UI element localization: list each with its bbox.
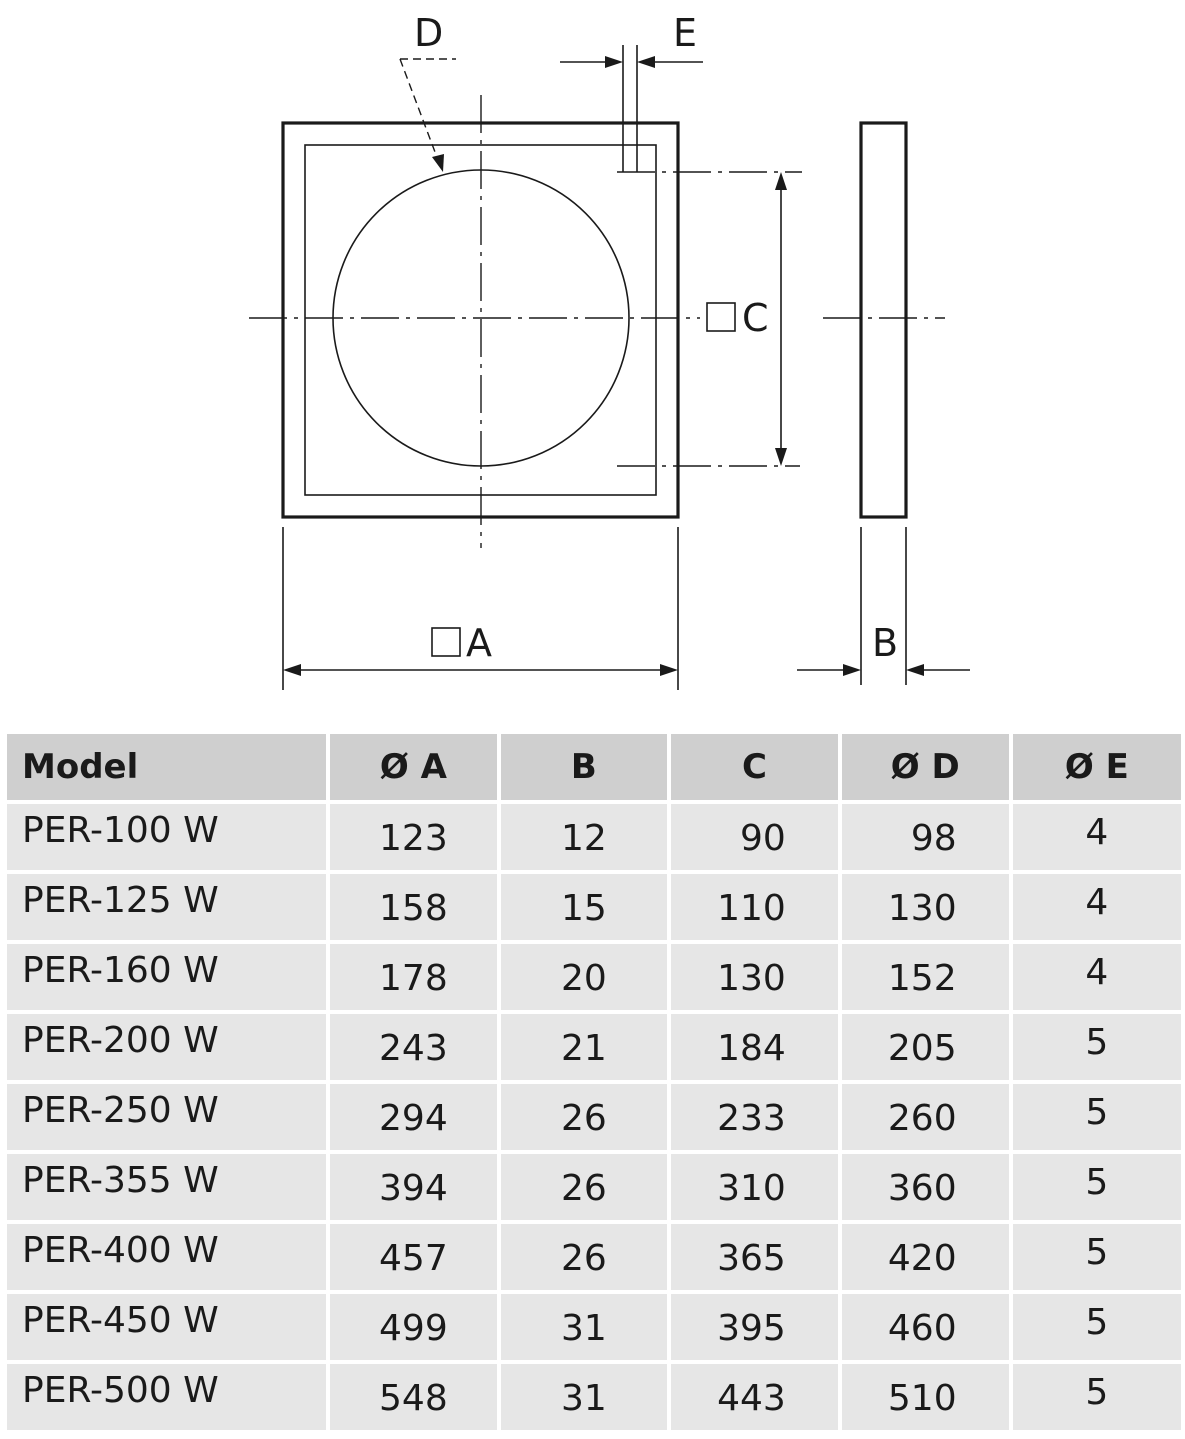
b-arrowhead-right	[906, 664, 924, 676]
technical-drawing: D E C A B	[249, 11, 970, 690]
cell-d: 420	[841, 1224, 1009, 1290]
cell-d: 130	[841, 874, 1009, 940]
cell-d: 510	[841, 1364, 1009, 1430]
cell-b: 26	[500, 1084, 668, 1150]
cell-b: 26	[500, 1154, 668, 1220]
c-arrowhead-top	[775, 172, 787, 190]
cell-model: PER-250 W	[7, 1084, 327, 1150]
cell-b: 26	[500, 1224, 668, 1290]
cell-a: 178	[330, 944, 497, 1010]
cell-model: PER-125 W	[7, 874, 327, 940]
header-a: Ø A	[330, 734, 497, 800]
header-c: C	[671, 734, 838, 800]
cell-c: 233	[671, 1084, 838, 1150]
cell-d: 152	[841, 944, 1009, 1010]
cell-e: 4	[1012, 944, 1181, 1010]
cell-model: PER-355 W	[7, 1154, 327, 1220]
cell-b: 21	[500, 1014, 668, 1080]
header-model: Model	[7, 734, 327, 800]
label-c: C	[742, 296, 769, 340]
c-square-symbol	[706, 302, 736, 332]
cell-c: 184	[671, 1014, 838, 1080]
a-arrowhead-left	[283, 664, 301, 676]
e-arrowhead-left	[605, 56, 623, 68]
label-d: D	[414, 11, 443, 55]
cell-d: 205	[841, 1014, 1009, 1080]
table-header-row: Model Ø A B C Ø D Ø E	[7, 734, 1181, 800]
label-e: E	[673, 11, 697, 55]
cell-c: 90	[671, 804, 838, 870]
cell-c: 130	[671, 944, 838, 1010]
cell-e: 5	[1012, 1294, 1181, 1360]
cell-model: PER-200 W	[7, 1014, 327, 1080]
b-arrowhead-left	[843, 664, 861, 676]
cell-c: 110	[671, 874, 838, 940]
cell-a: 457	[330, 1224, 497, 1290]
header-d: Ø D	[841, 734, 1009, 800]
cell-model: PER-500 W	[7, 1364, 327, 1430]
c-arrowhead-bottom	[775, 448, 787, 466]
cell-e: 5	[1012, 1014, 1181, 1080]
cell-model: PER-400 W	[7, 1224, 327, 1290]
e-arrowhead-right	[637, 56, 655, 68]
cell-b: 31	[500, 1364, 668, 1430]
cell-d: 98	[841, 804, 1009, 870]
cell-d: 360	[841, 1154, 1009, 1220]
cell-a: 243	[330, 1014, 497, 1080]
label-b: B	[872, 621, 898, 665]
a-arrowhead-right	[660, 664, 678, 676]
cell-d: 260	[841, 1084, 1009, 1150]
cell-model: PER-100 W	[7, 804, 327, 870]
cell-a: 123	[330, 804, 497, 870]
cell-c: 395	[671, 1294, 838, 1360]
cell-e: 5	[1012, 1224, 1181, 1290]
cell-b: 31	[500, 1294, 668, 1360]
cell-a: 499	[330, 1294, 497, 1360]
cell-d: 460	[841, 1294, 1009, 1360]
cell-model: PER-160 W	[7, 944, 327, 1010]
cell-c: 365	[671, 1224, 838, 1290]
cell-model: PER-450 W	[7, 1294, 327, 1360]
cell-e: 5	[1012, 1084, 1181, 1150]
cell-b: 20	[500, 944, 668, 1010]
a-square-symbol	[431, 627, 461, 657]
d-leader-arrowhead	[432, 154, 444, 172]
cell-a: 294	[330, 1084, 497, 1150]
cell-a: 394	[330, 1154, 497, 1220]
cell-e: 5	[1012, 1364, 1181, 1430]
cell-e: 5	[1012, 1154, 1181, 1220]
cell-a: 158	[330, 874, 497, 940]
cell-b: 15	[500, 874, 668, 940]
label-a: A	[466, 621, 492, 665]
cell-e: 4	[1012, 804, 1181, 870]
cell-b: 12	[500, 804, 668, 870]
header-e: Ø E	[1012, 734, 1181, 800]
cell-a: 548	[330, 1364, 497, 1430]
cell-c: 443	[671, 1364, 838, 1430]
d-leader-line	[399, 58, 439, 161]
side-view-profile	[859, 121, 908, 519]
header-b: B	[500, 734, 668, 800]
cell-e: 4	[1012, 874, 1181, 940]
cell-c: 310	[671, 1154, 838, 1220]
